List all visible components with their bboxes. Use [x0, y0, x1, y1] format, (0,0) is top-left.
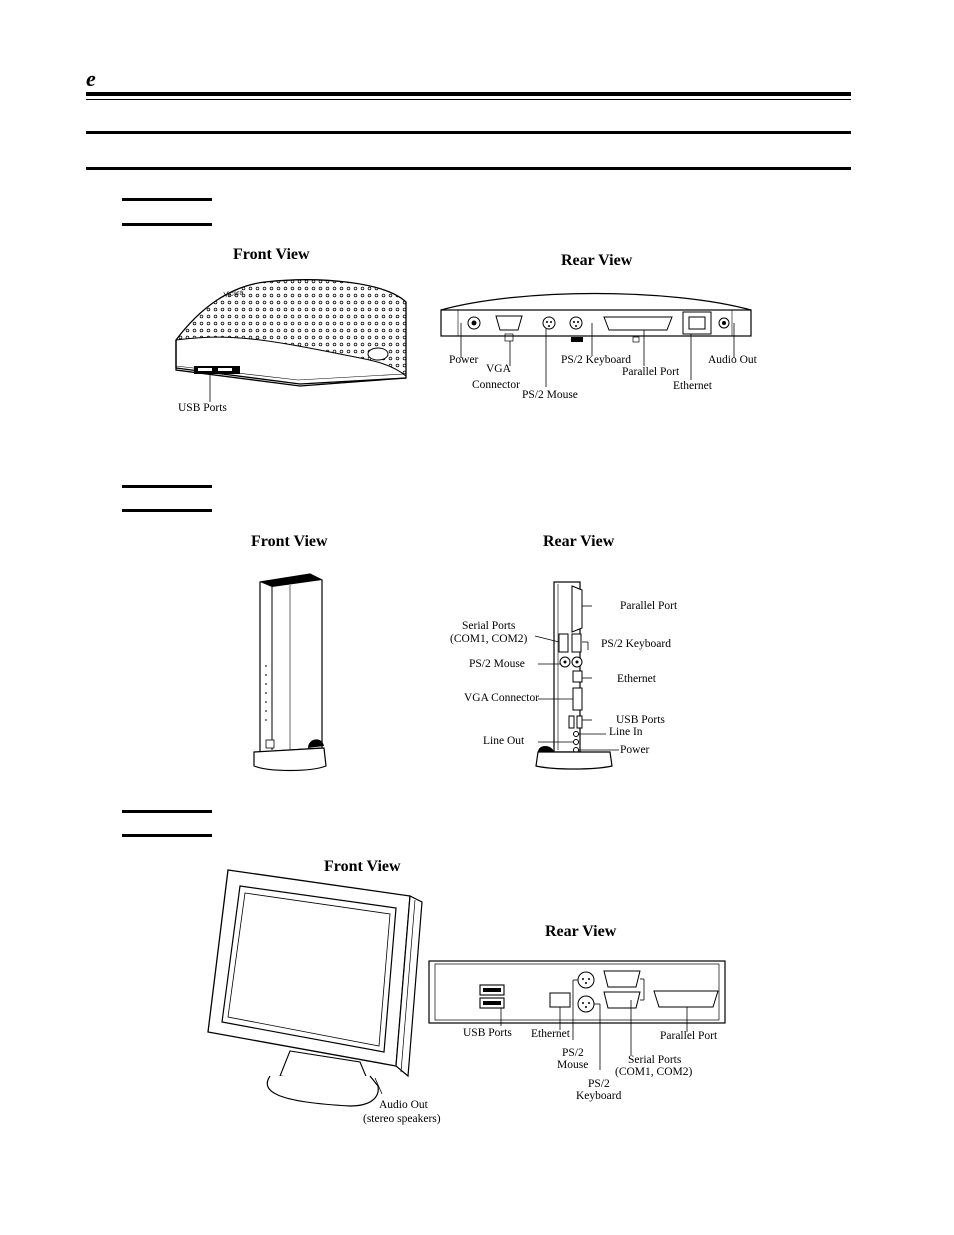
device3-label-audio-2: (stereo speakers): [363, 1113, 441, 1125]
device1-label-vga-2: Connector: [472, 379, 520, 391]
device1-front-illustration: Vicara: [175, 279, 407, 402]
device2-label-line-out: Line Out: [483, 735, 525, 747]
device3-heading-bar-top: [122, 810, 212, 813]
device2-front-title: Front View: [251, 533, 328, 550]
header-letter: e: [86, 66, 96, 91]
device3-label-audio-1: Audio Out: [379, 1099, 428, 1111]
device2-front-illustration: [253, 573, 327, 772]
device2-heading-bar-top: [122, 485, 212, 488]
device2-heading-bar-bottom: [122, 509, 212, 512]
device1-label-power: Power: [449, 354, 479, 366]
device2-label-ethernet: Ethernet: [617, 673, 656, 685]
device2-label-parallel: Parallel Port: [620, 600, 678, 612]
device2-label-ps2-mouse: PS/2 Mouse: [469, 658, 525, 670]
section-rule-top: [86, 131, 851, 134]
device3-label-usb: USB Ports: [463, 1027, 512, 1039]
device1-rear-title: Rear View: [561, 252, 633, 269]
device3-label-parallel: Parallel Port: [660, 1030, 718, 1042]
device1-label-ethernet: Ethernet: [673, 380, 712, 392]
device1-label-usb: USB Ports: [178, 402, 227, 414]
device3-label-ps2-keyboard-1: PS/2: [588, 1078, 610, 1090]
device1-heading-bar-top: [122, 198, 212, 201]
device1-label-ps2-keyboard: PS/2 Keyboard: [561, 354, 631, 366]
device2-label-serial-2: (COM1, COM2): [450, 633, 528, 645]
device1-heading-bar-bottom: [122, 223, 212, 226]
device3-label-ps2-mouse-1: PS/2: [562, 1047, 584, 1059]
device3-front-illustration: [207, 869, 423, 1107]
device2-label-power: Power: [620, 744, 650, 756]
device2-label-serial-1: Serial Ports: [462, 620, 516, 632]
device2-rear-title: Rear View: [543, 533, 615, 550]
device3-label-serial-1: Serial Ports: [628, 1054, 682, 1066]
device1-label-ps2-mouse: PS/2 Mouse: [522, 389, 578, 401]
device3-rear-title: Rear View: [545, 923, 617, 940]
device2-label-ps2-keyboard: PS/2 Keyboard: [601, 638, 671, 650]
device1-brand-logo: Vicara: [223, 289, 244, 299]
device2-label-line-in: Line In: [609, 726, 643, 738]
device2-label-vga: VGA Connector: [464, 692, 540, 704]
device3-label-ps2-mouse-2: Mouse: [557, 1059, 589, 1071]
device3-rear-illustration: [428, 960, 726, 1070]
device3-label-serial-2: (COM1, COM2): [615, 1066, 693, 1078]
device2-label-usb: USB Ports: [616, 714, 665, 726]
device1-rear-illustration: [440, 292, 752, 387]
device1-label-parallel: Parallel Port: [622, 366, 680, 378]
section-rule-bottom: [86, 167, 851, 170]
header-rule-thin: [86, 99, 851, 100]
device1-front-title: Front View: [233, 246, 310, 263]
device1-label-vga-1: VGA: [486, 363, 511, 375]
header-rule-thick: [86, 92, 851, 96]
device3-heading-bar-bottom: [122, 834, 212, 837]
device1-label-audio-out: Audio Out: [708, 354, 757, 366]
device3-front-title: Front View: [324, 858, 401, 875]
device3-label-ethernet: Ethernet: [531, 1028, 570, 1040]
device2-rear-illustration: [534, 581, 619, 770]
device3-label-ps2-keyboard-2: Keyboard: [576, 1090, 622, 1102]
